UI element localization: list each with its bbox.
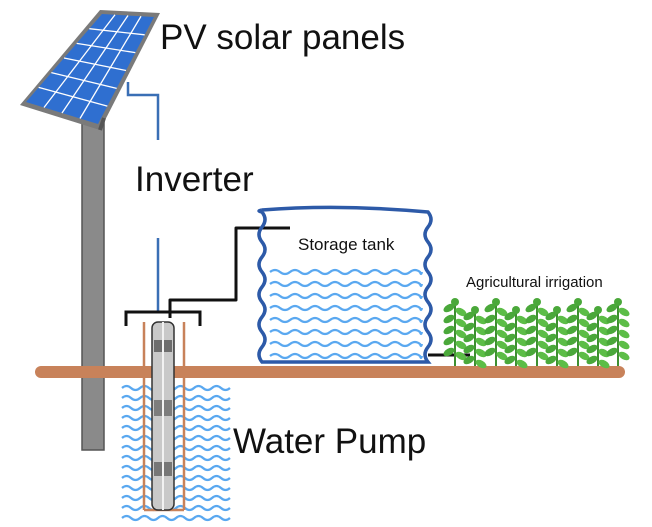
solar-panel — [20, 10, 160, 131]
inverter-label: Inverter — [135, 160, 254, 199]
water-pump-label: Water Pump — [233, 422, 427, 461]
submersible-pump — [151, 321, 175, 511]
storage-tank-label: Storage tank — [298, 235, 395, 254]
crop-plants — [443, 298, 630, 369]
well-head — [124, 310, 202, 326]
delivery-pipe — [168, 226, 290, 318]
well-water — [121, 384, 231, 522]
panel-wire — [126, 82, 160, 140]
panel-pole — [81, 117, 105, 451]
pv-panels-label: PV solar panels — [160, 18, 406, 57]
irrigation-label: Agricultural irrigation — [466, 274, 603, 291]
storage-tank — [257, 205, 433, 364]
ground-line — [35, 366, 625, 378]
